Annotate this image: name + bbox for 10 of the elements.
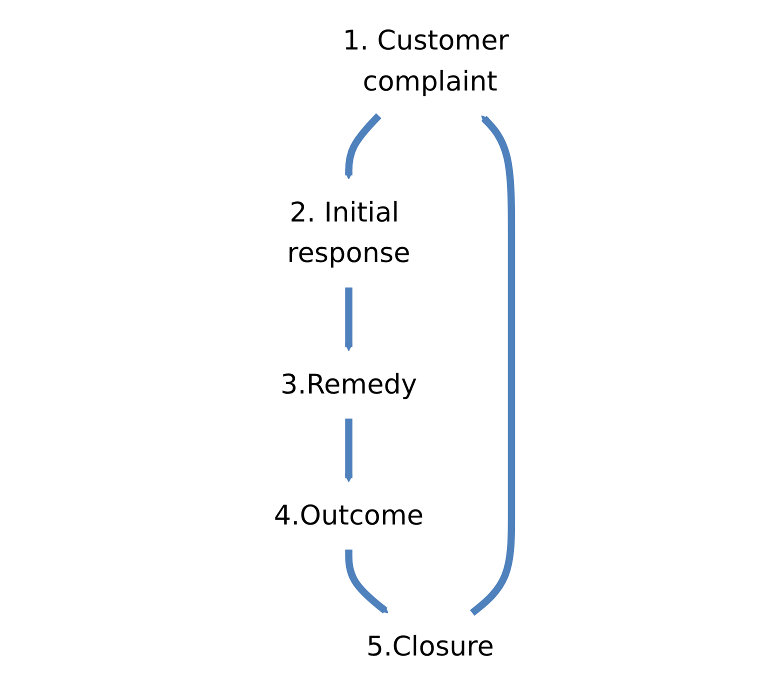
arrow (344, 113, 381, 180)
node-text: 2. Initial response (286, 197, 410, 270)
arrow (344, 550, 388, 614)
node-text: 1. Customer complaint (342, 25, 508, 98)
arrow (344, 288, 352, 352)
arrow (470, 115, 515, 616)
node-text: 5.Closure (366, 631, 494, 663)
arrow (344, 418, 352, 482)
node-text: 4.Outcome (273, 500, 424, 532)
node-text: 3.Remedy (280, 368, 417, 400)
